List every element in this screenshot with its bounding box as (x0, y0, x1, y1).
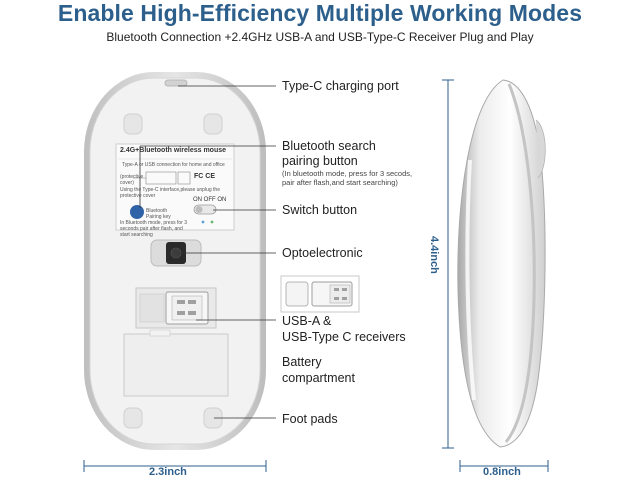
side-profile (457, 79, 546, 448)
callout-battery-line2: compartment (282, 371, 355, 385)
battery-compartment (123, 333, 229, 397)
foot-pad-top-left (123, 113, 143, 135)
receiver-inset (280, 275, 360, 313)
typec-receiver-image (285, 281, 309, 307)
callout-receivers-line2: USB-Type C receivers (282, 330, 406, 344)
scroll-wheel-bump (535, 119, 546, 179)
mouse-bottom-view (84, 72, 266, 450)
sticker-bt-note: In Bluetooth mode, press for 3 seconds p… (120, 220, 187, 238)
sticker-heading: 2.4G+Bluetooth wireless mouse (120, 147, 227, 154)
callout-leaders (139, 85, 276, 419)
sticker-line1: Type-A or USB connection for home and of… (122, 162, 225, 168)
dim-width-label: 2.3inch (149, 466, 187, 478)
sticker-on-off: ON OFF ON (193, 197, 227, 203)
foot-pad-bottom-left (123, 407, 143, 429)
callout-typec-port: Type-C charging port (282, 79, 399, 93)
dim-height-label: 0.8inch (483, 466, 521, 478)
dimension-lines (83, 79, 549, 472)
callout-battery-line1: Battery (282, 355, 322, 369)
sticker-line2: Using the Type-C interface,please unplug… (120, 187, 220, 199)
foot-pad-top-right (203, 113, 223, 135)
callout-optoelectronic: Optoelectronic (282, 246, 363, 260)
page-subtitle: Bluetooth Connection +2.4GHz USB-A and U… (106, 30, 534, 44)
callout-receivers-line1: USB-A & (282, 314, 332, 328)
sticker-protective: (protective cover) (120, 174, 144, 186)
callout-foot-pads: Foot pads (282, 412, 338, 426)
typec-port-slot (164, 79, 188, 87)
bluetooth-pairing-button[interactable] (130, 205, 144, 219)
callout-bt-search-line1: Bluetooth search (282, 139, 376, 153)
page-title: Enable High-Efficiency Multiple Working … (57, 0, 583, 26)
callout-switch: Switch button (282, 203, 358, 217)
dim-length-label: 4.4inch (428, 236, 440, 274)
sticker-pairing-key: Bluetooth Pairing key (146, 208, 171, 220)
callout-bt-search-note: (In bluetooth mode, press for 3 secods, … (282, 169, 413, 187)
sticker-marks: FC CE (194, 173, 215, 180)
callout-bt-search-line2: pairing button (282, 154, 358, 168)
mouse-side-view (457, 79, 546, 448)
